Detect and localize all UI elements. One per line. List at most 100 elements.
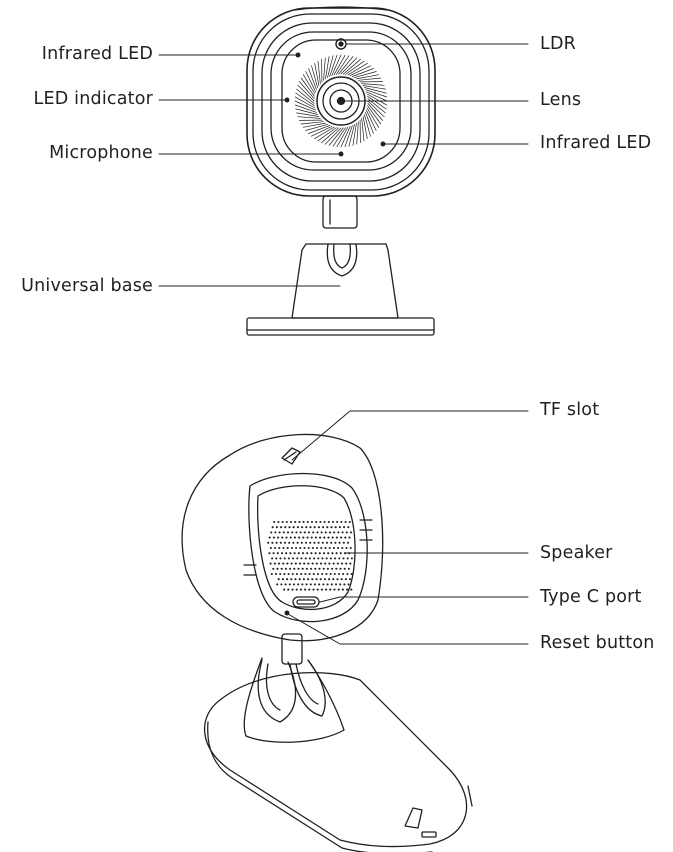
speaker-hole (315, 520, 318, 524)
speaker-hole (275, 557, 278, 560)
speaker-hole (295, 572, 299, 576)
speaker-hole (294, 562, 297, 565)
speaker-hole (342, 541, 345, 544)
microphone-dot (338, 151, 344, 157)
speaker-hole (308, 572, 311, 576)
back-base-plate (204, 671, 468, 848)
speaker-hole (274, 531, 277, 534)
speaker-hole (320, 531, 323, 534)
speaker-hole (272, 536, 275, 539)
lens-texture-line (308, 68, 317, 90)
speaker-hole (307, 562, 310, 565)
speaker-hole (320, 588, 323, 591)
speaker-hole (287, 557, 290, 560)
speaker-hole (286, 578, 289, 581)
base-plate (246, 317, 435, 336)
speaker-hole (337, 572, 341, 576)
speaker-hole (310, 520, 314, 524)
speaker-hole (340, 520, 343, 524)
lens-texture-line (300, 121, 324, 125)
speaker-hole (273, 562, 276, 565)
lens-texture-ring (294, 54, 388, 148)
lens-texture-line (345, 60, 365, 75)
speaker-hole (298, 562, 302, 565)
speaker-hole (280, 526, 283, 529)
lens-texture-line (311, 65, 318, 88)
speaker-hole (277, 536, 280, 539)
speaker-hole (326, 567, 329, 570)
speaker-hole (328, 578, 331, 581)
speaker-hole (280, 567, 283, 570)
lens-texture-line (364, 87, 387, 94)
label-microphone: Microphone (49, 143, 153, 163)
speaker-hole (301, 552, 305, 555)
speaker-hole (287, 588, 290, 591)
speaker-hole (282, 562, 285, 565)
speaker-hole (315, 578, 318, 581)
speaker-hole (270, 531, 273, 534)
speaker-hole (273, 520, 276, 524)
speaker-hole (338, 557, 341, 560)
speaker-hole (317, 541, 320, 544)
speaker-hole (291, 531, 294, 534)
speaker-hole (286, 546, 289, 550)
speaker-hole (347, 567, 350, 570)
lens-texture-line (362, 116, 368, 140)
front-camera-illustration (246, 6, 436, 336)
speaker-hole (310, 567, 313, 570)
speaker-hole (277, 562, 281, 565)
lens-texture-line (296, 112, 320, 117)
speaker-hole (332, 562, 335, 565)
lens-texture-line (300, 77, 315, 97)
speaker-hole (285, 536, 288, 539)
lens-texture-line (365, 89, 388, 98)
label-led-indicator: LED indicator (33, 89, 153, 109)
lens-texture-line (364, 114, 371, 137)
speaker-hole (317, 557, 320, 560)
speaker-hole (341, 546, 344, 550)
speaker-hole (292, 583, 296, 586)
speaker-hole (285, 520, 288, 524)
speaker-hole (290, 546, 293, 550)
speaker-hole (298, 536, 301, 539)
lens-texture-line (356, 121, 359, 145)
back-stand (243, 657, 345, 743)
speaker-hole (310, 552, 313, 555)
speaker-hole (324, 531, 327, 534)
speaker-hole (347, 526, 350, 529)
speaker-hole (277, 578, 280, 581)
lens-texture-line (352, 122, 357, 146)
speaker-hole (344, 536, 347, 539)
label-lens: Lens (540, 90, 582, 110)
speaker-hole (278, 546, 281, 550)
speaker-hole (282, 531, 285, 534)
speaker-hole (311, 546, 314, 550)
speaker-hole (304, 588, 307, 591)
camera-neck (322, 195, 358, 229)
speaker-hole (286, 531, 290, 534)
lens-texture-line (294, 104, 317, 113)
speaker-hole (330, 526, 333, 529)
lens-texture-line (332, 127, 347, 147)
lens-texture-line (336, 126, 349, 148)
lens-texture-line (365, 112, 374, 134)
speaker-hole (340, 578, 343, 581)
speaker-hole (297, 583, 300, 586)
speaker-hole (276, 583, 279, 586)
label-tf-slot: TF slot (540, 400, 600, 420)
speaker-hole (292, 541, 295, 544)
speaker-hole (282, 546, 285, 550)
speaker-hole (327, 520, 330, 524)
label-type-c-port: Type C port (540, 587, 642, 607)
speaker-hole (290, 562, 293, 565)
lens-texture-line (361, 83, 385, 86)
speaker-hole (330, 541, 333, 544)
speaker-hole (276, 567, 279, 570)
speaker-hole (334, 583, 338, 586)
speaker-hole (281, 578, 284, 581)
speaker-hole (331, 520, 335, 524)
speaker-hole (330, 583, 333, 586)
speaker-hole (314, 567, 317, 570)
speaker-hole (339, 583, 342, 586)
lens-texture-line (317, 60, 321, 84)
